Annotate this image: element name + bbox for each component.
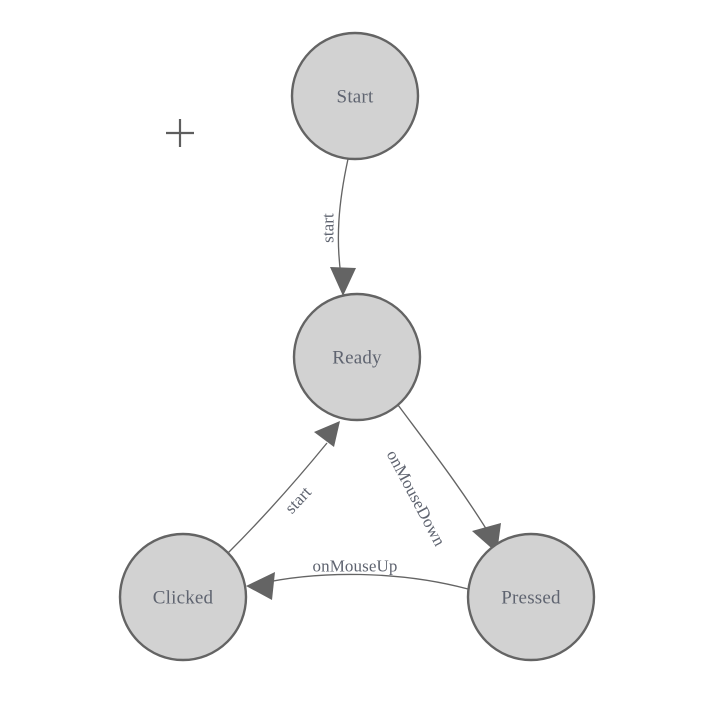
node-ready[interactable]: Ready — [292, 292, 422, 422]
arrowhead-start-to-ready — [330, 267, 356, 296]
node-start-circle[interactable] — [290, 31, 420, 161]
arrowhead-pressed-to-clicked — [246, 572, 275, 600]
crosshair-icon[interactable] — [166, 119, 194, 147]
node-clicked-circle[interactable] — [118, 532, 248, 662]
edge-clicked-to-ready[interactable]: start — [227, 421, 340, 554]
node-pressed[interactable]: Pressed — [466, 532, 596, 662]
edge-path-start-to-ready[interactable] — [337, 158, 349, 277]
edge-path-clicked-to-ready[interactable] — [227, 442, 328, 554]
node-pressed-label: Pressed — [501, 588, 561, 609]
arrowhead-clicked-to-ready — [314, 421, 340, 447]
edge-path-ready-to-pressed[interactable] — [397, 404, 494, 541]
edge-ready-to-pressed[interactable]: onMouseDown — [383, 404, 501, 553]
node-start-label: Start — [337, 87, 374, 108]
edge-label-start-to-ready: start — [319, 213, 338, 243]
edge-pressed-to-clicked[interactable]: onMouseUp — [246, 557, 469, 601]
node-clicked-label: Clicked — [153, 588, 214, 609]
node-pressed-circle[interactable] — [466, 532, 596, 662]
node-ready-circle[interactable] — [292, 292, 422, 422]
edge-label-pressed-to-clicked: onMouseUp — [313, 557, 398, 576]
edge-path-pressed-to-clicked[interactable] — [257, 573, 469, 590]
node-start[interactable]: Start — [290, 31, 420, 161]
node-clicked[interactable]: Clicked — [118, 532, 248, 662]
edge-label-ready-to-pressed: onMouseDown — [383, 447, 450, 550]
edge-label-clicked-to-ready: start — [281, 483, 315, 518]
edge-start-to-ready[interactable]: start — [319, 158, 357, 296]
node-ready-label: Ready — [332, 348, 382, 369]
